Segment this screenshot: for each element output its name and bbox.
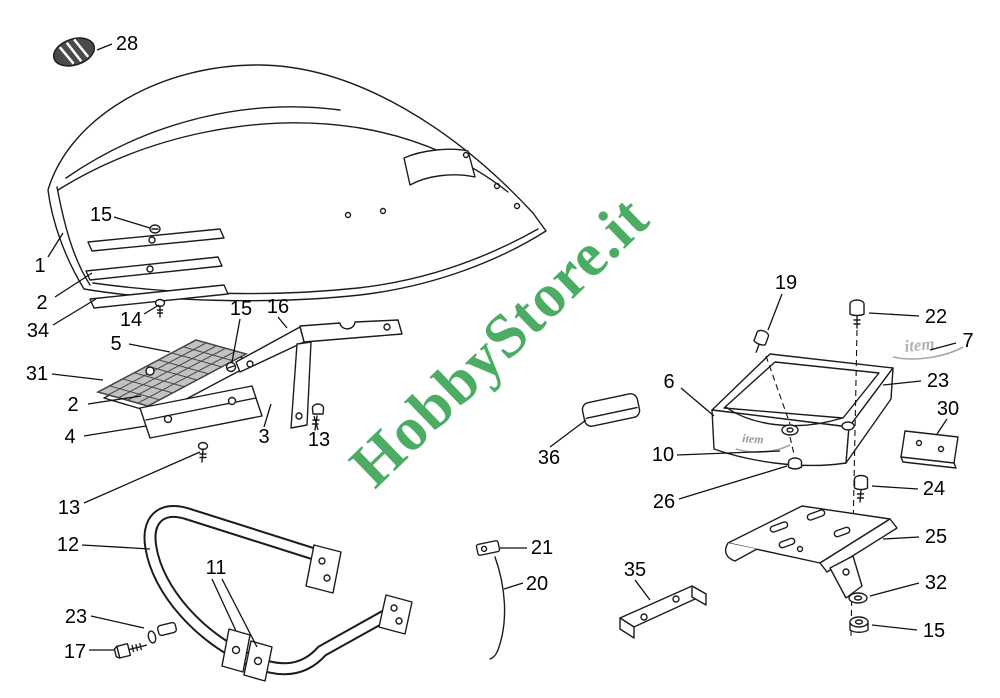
callout-2: 2 (67, 394, 79, 416)
callout-36: 36 (537, 447, 561, 469)
callout-31: 31 (25, 363, 49, 385)
box-decal: item (742, 431, 764, 446)
callout-23: 23 (64, 606, 88, 628)
bolt-24 (853, 474, 869, 503)
callout-19: 19 (774, 272, 798, 294)
callout-22: 22 (924, 306, 948, 328)
callout-13: 13 (307, 429, 331, 451)
bracket-4 (139, 385, 263, 463)
callout-4: 4 (64, 426, 76, 448)
callout-24: 24 (922, 478, 946, 500)
leader-lines (47, 43, 957, 651)
nut-26 (787, 457, 803, 470)
callout-20: 20 (525, 573, 549, 595)
screw-19 (753, 329, 770, 353)
callout-10: 10 (651, 444, 675, 466)
nut-15-bottom (849, 616, 869, 633)
sticker-text: item (903, 334, 935, 356)
callout-35: 35 (623, 559, 647, 581)
tube-frame (113, 505, 413, 682)
fender-shell (47, 64, 547, 302)
callout-2: 2 (36, 292, 48, 314)
callout-3: 3 (258, 426, 270, 448)
callout-17: 17 (63, 641, 87, 663)
tray-box: item (711, 353, 894, 467)
callout-26: 26 (652, 491, 676, 513)
screw-15-top (149, 224, 161, 234)
callout-23: 23 (926, 370, 950, 392)
callout-5: 5 (110, 333, 122, 355)
screw-14 (154, 298, 166, 318)
washer-32 (848, 592, 868, 604)
bracket-16-3 (225, 319, 403, 431)
callout-13: 13 (57, 497, 81, 519)
bracket-25 (724, 505, 898, 599)
callout-30: 30 (936, 398, 960, 420)
callout-28: 28 (115, 33, 139, 55)
callout-32: 32 (924, 572, 948, 594)
bolt-17 (113, 642, 148, 659)
plate-30 (900, 430, 959, 469)
callout-6: 6 (663, 371, 675, 393)
callout-16: 16 (266, 296, 290, 318)
bracket-35 (619, 585, 707, 639)
spacer-23 (156, 621, 178, 637)
decal-7: item (892, 334, 964, 360)
callout-11: 11 (205, 557, 227, 579)
mounting-strips (85, 224, 229, 318)
tread-plate (96, 339, 257, 415)
bumper-36 (581, 393, 641, 427)
bolt-22 (849, 299, 865, 329)
brand-logo-icon (52, 37, 96, 67)
callout-7: 7 (962, 330, 974, 352)
screw-15-mid (225, 361, 237, 373)
callout-25: 25 (924, 526, 948, 548)
callout-15: 15 (922, 620, 946, 642)
callout-21: 21 (530, 537, 554, 559)
callout-15: 15 (89, 204, 113, 226)
callout-34: 34 (26, 320, 50, 342)
callout-14: 14 (119, 309, 143, 331)
callout-15: 15 (229, 298, 253, 320)
pin-and-cable (475, 540, 506, 660)
screw-13-lower (197, 441, 209, 463)
callout-1: 1 (34, 255, 46, 277)
callout-12: 12 (56, 534, 80, 556)
